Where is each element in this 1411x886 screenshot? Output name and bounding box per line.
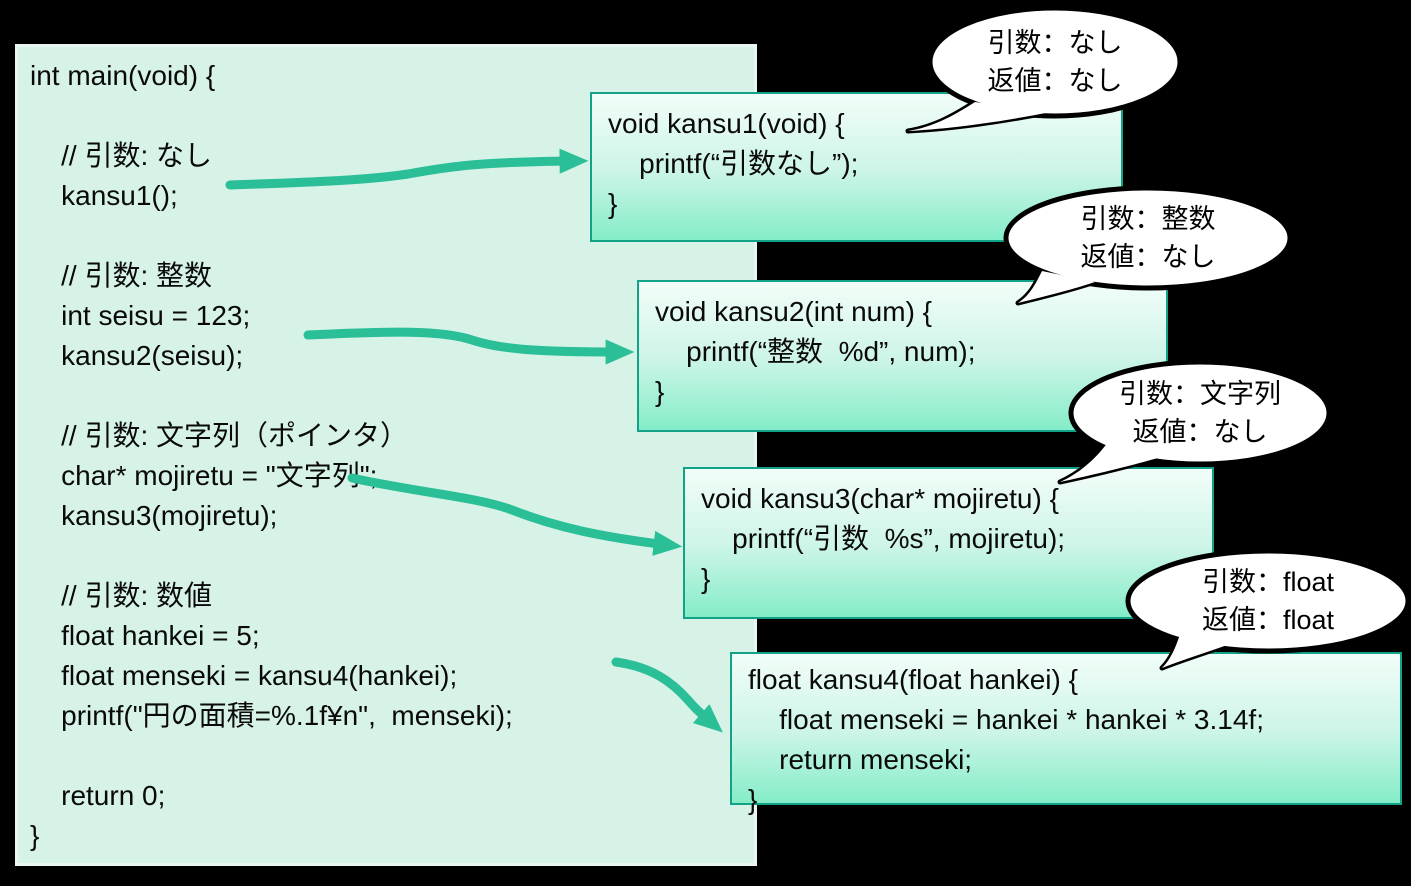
code-line: int seisu = 123;: [30, 300, 251, 331]
bubble-ellipse: [1125, 548, 1411, 654]
function-code-line: }: [608, 188, 618, 219]
code-line: [30, 536, 754, 576]
speech-bubble-kansu4: 引数：float 返値：float: [1120, 548, 1411, 680]
code-line: // 引数: 文字列（ポインタ）: [30, 420, 409, 451]
function-code-line: }: [655, 376, 665, 407]
bubble-shape: [905, 5, 1183, 134]
function-code-line: void kansu1(void) {: [608, 108, 845, 139]
speech-bubble-kansu1: 引数：なし 返値：なし: [850, 2, 1185, 192]
bubble-ellipse: [927, 5, 1183, 119]
bubble-line: 引数：文字列: [1119, 379, 1281, 409]
function-box-kansu4: float kansu4(float hankei) { float mense…: [730, 652, 1402, 815]
code-line: kansu3(mojiretu);: [30, 500, 278, 531]
function-code-line: printf(“引数なし”);: [608, 148, 859, 179]
code-line: float hankei = 5;: [30, 620, 260, 651]
code-line: int main(void) {: [30, 60, 216, 91]
function-code-line: void kansu3(char* mojiretu) {: [701, 483, 1059, 514]
function-code-line: float kansu4(float hankei) {: [748, 664, 1078, 695]
function-code-line: }: [701, 563, 711, 594]
bubble-line: 引数：float: [1201, 567, 1335, 597]
bubble-ellipse: [1003, 185, 1293, 291]
code-line: return 0;: [30, 780, 166, 811]
code-line: float menseki = kansu4(hankei);: [30, 660, 458, 691]
code-line: printf("円の面積=%.1f¥n", menseki);: [30, 700, 513, 731]
bubble-shape: [1125, 548, 1411, 671]
bubble-line: 返値：なし: [987, 66, 1123, 96]
function-code-line: float menseki = hankei * hankei * 3.14f;: [748, 704, 1264, 735]
bubble-shape: [1003, 185, 1293, 306]
function-code-line: }: [748, 784, 758, 815]
code-line: kansu2(seisu);: [30, 340, 244, 371]
code-line: // 引数: 数値: [30, 580, 213, 611]
bubble-line: 返値：float: [1201, 605, 1335, 635]
function-code-line: void kansu2(int num) {: [655, 296, 933, 327]
bubble-shape: [1057, 359, 1332, 485]
bubble-line: 引数：なし: [987, 28, 1123, 58]
bubble-line: 返値：なし: [1080, 242, 1216, 272]
speech-bubble-kansu3: 引数：文字列 返値：なし: [1040, 358, 1340, 493]
function-code-line: printf(“引数 %s”, mojiretu);: [701, 523, 1066, 554]
function-code-line: printf(“整数 %d”, num);: [655, 336, 976, 367]
speech-bubble-kansu2: 引数：整数 返値：なし: [940, 185, 1300, 315]
bubble-ellipse: [1068, 359, 1332, 467]
bubble-line: 返値：なし: [1132, 417, 1268, 447]
code-line: // 引数: 整数: [30, 260, 213, 291]
code-line: kansu1();: [30, 180, 178, 211]
code-line: [30, 736, 754, 776]
code-line: }: [30, 820, 40, 851]
code-line: // 引数: なし: [30, 140, 213, 171]
code-line: char* mojiretu = "文字列";: [30, 460, 378, 491]
function-code-line: return menseki;: [748, 744, 973, 775]
function-box-kansu3: void kansu3(char* mojiretu) { printf(“引数…: [683, 467, 1214, 619]
bubble-line: 引数：整数: [1080, 204, 1216, 234]
